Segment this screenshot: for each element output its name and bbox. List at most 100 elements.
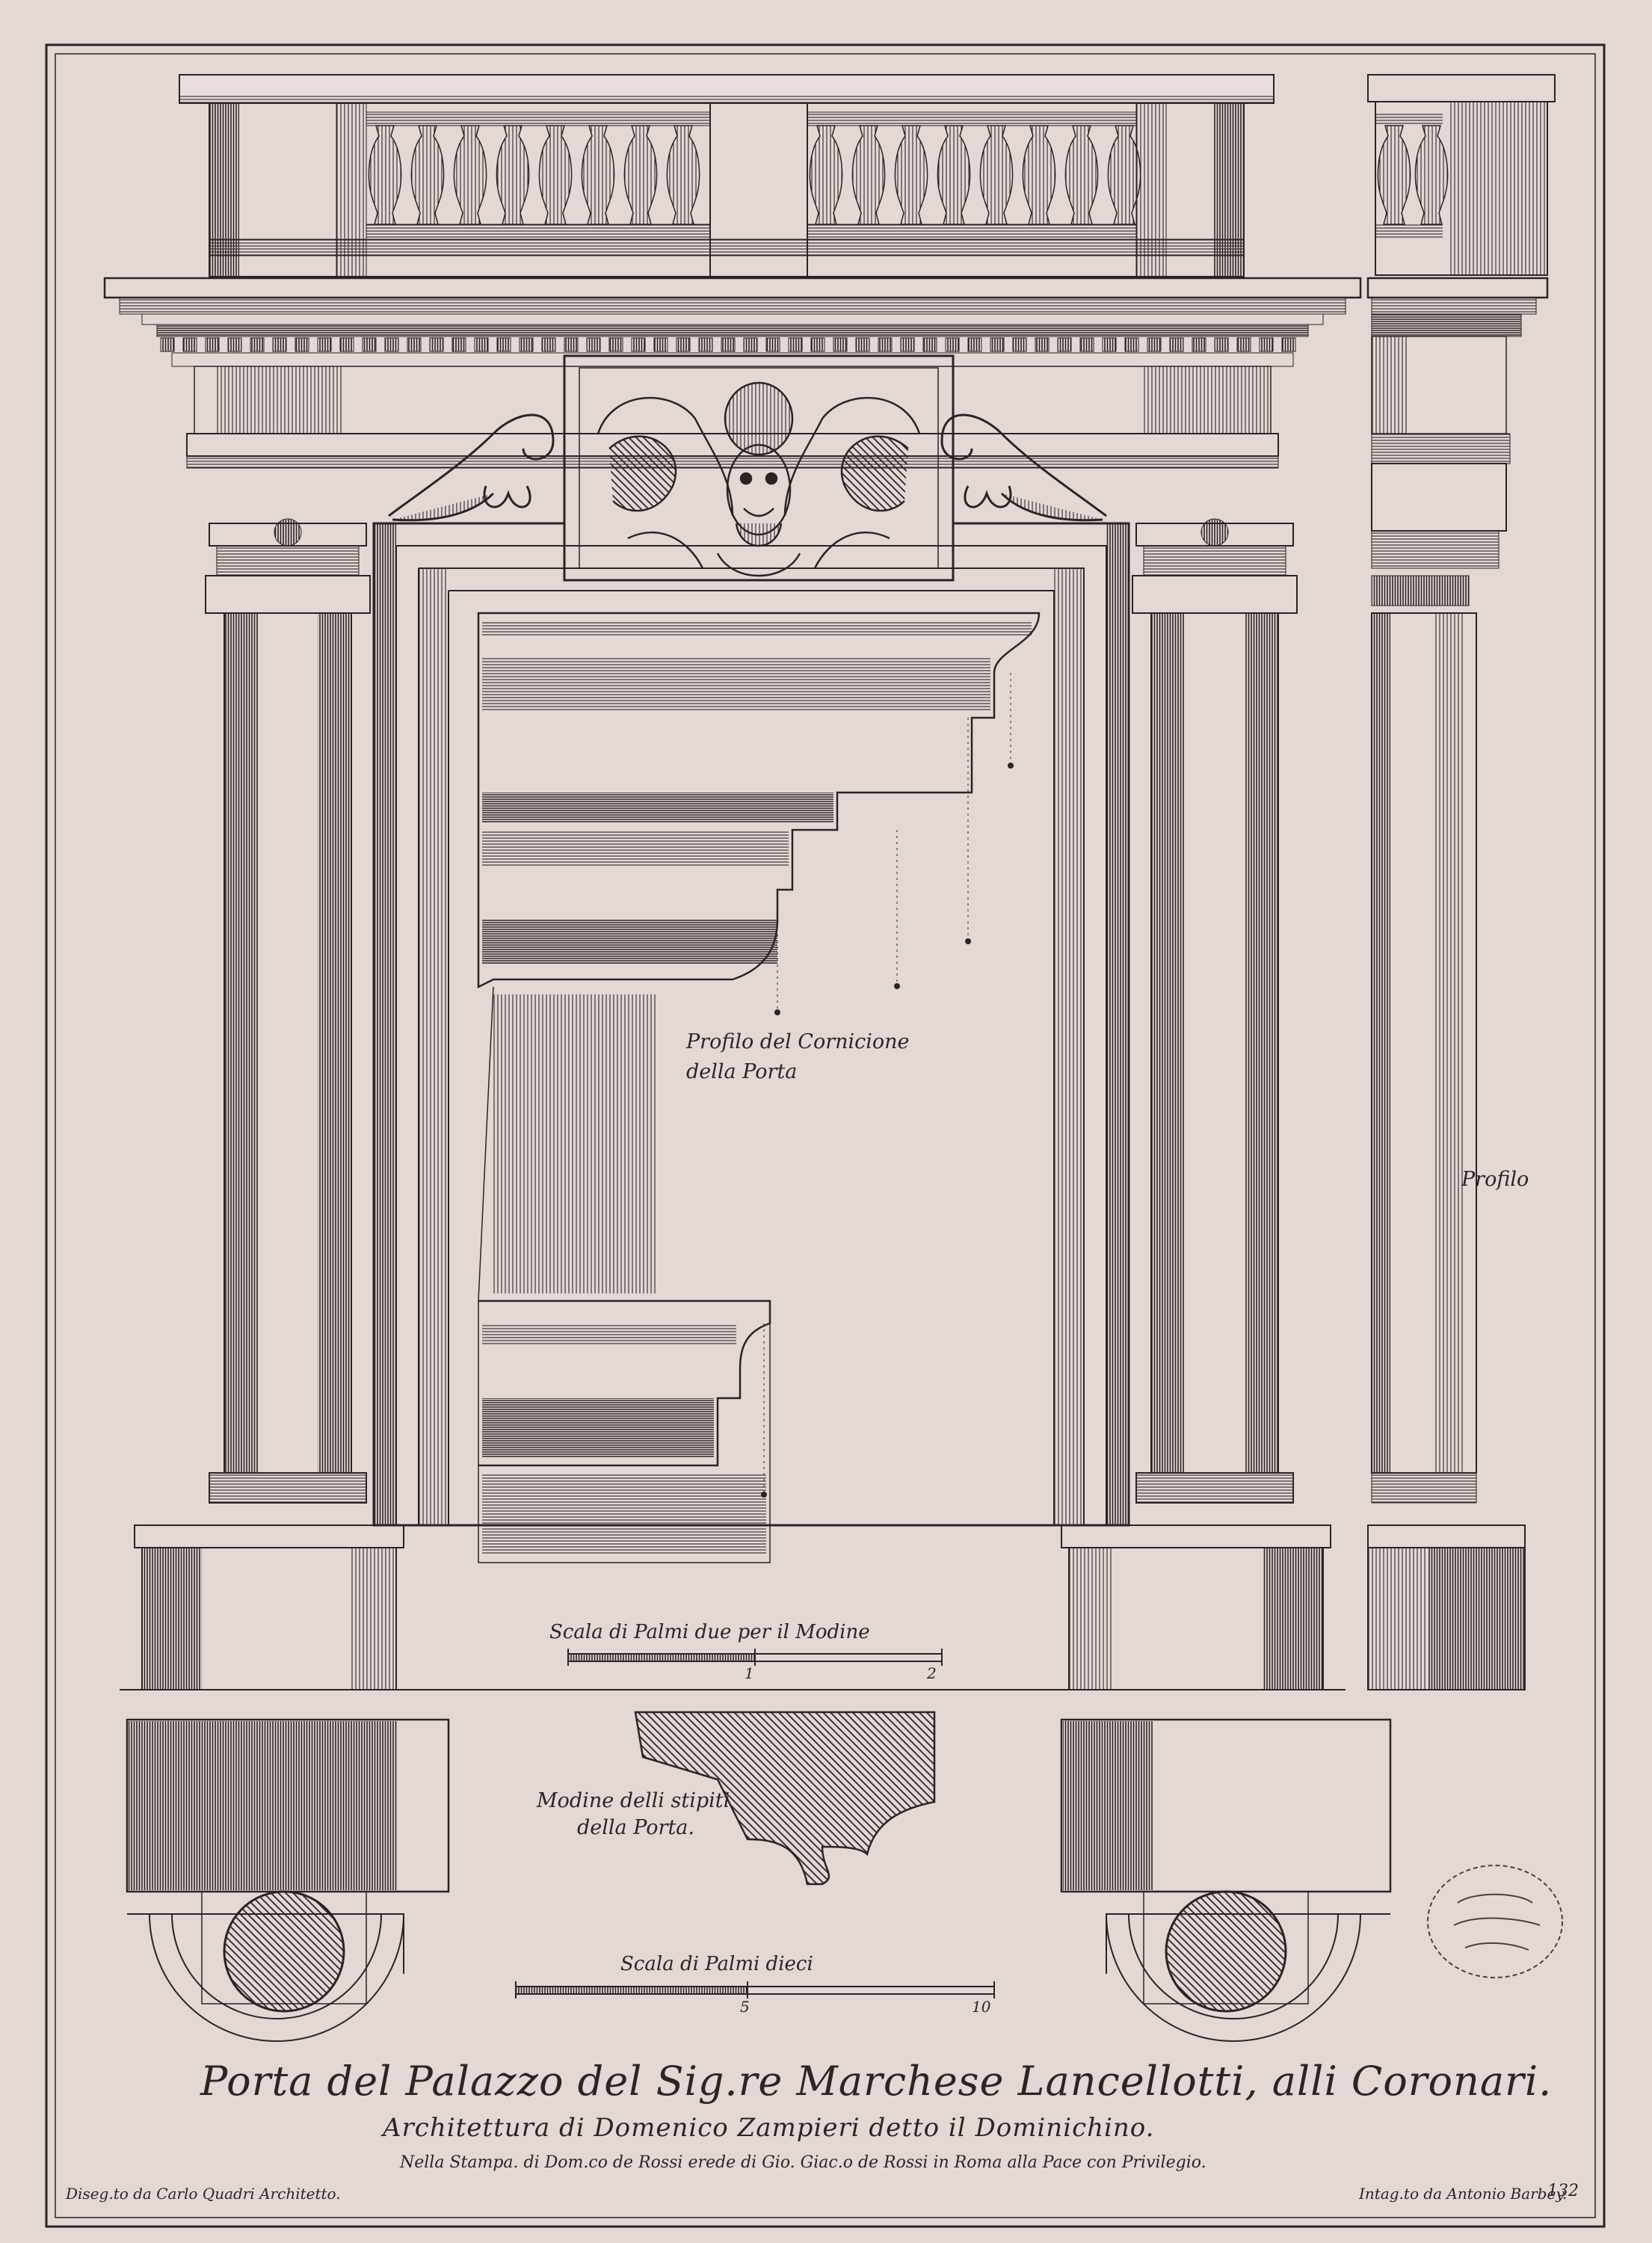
dentil <box>878 337 893 352</box>
scale-small-tick-2: 2 <box>927 1664 937 1682</box>
dentil <box>586 337 601 352</box>
dentil <box>1147 337 1162 352</box>
outer-border <box>45 43 1606 2228</box>
door-opening <box>448 590 1055 1525</box>
baluster <box>666 125 700 225</box>
balusters-left <box>368 125 700 225</box>
credit-draughtsman: Diseg.to da Carlo Quadri Architetto. <box>66 2185 341 2203</box>
dentil <box>1124 337 1139 352</box>
dentil <box>1169 337 1184 352</box>
dentil <box>474 337 489 352</box>
dentil <box>1057 337 1072 352</box>
dentil <box>1012 337 1027 352</box>
collection-stamp <box>1427 1865 1563 1978</box>
balusters-side <box>1377 125 1449 225</box>
dentil <box>698 337 713 352</box>
baluster <box>1064 125 1099 225</box>
plate-title: Porta del Palazzo del Sig.re Marchese La… <box>200 2058 1553 2105</box>
dentil <box>743 337 758 352</box>
dentil <box>227 337 242 352</box>
dentil <box>721 337 736 352</box>
scale-bar-small <box>567 1649 943 1666</box>
dentil <box>833 337 848 352</box>
dentil <box>945 337 960 352</box>
scale-small-tick-1: 1 <box>745 1664 754 1682</box>
dentil <box>205 337 220 352</box>
baluster <box>1022 125 1056 225</box>
dentil <box>496 337 511 352</box>
credit-engraver: Intag.to da Antonio Barbey. <box>1359 2185 1568 2203</box>
baluster <box>851 125 886 225</box>
balusters-right <box>809 125 1141 225</box>
main-elevation <box>103 74 1362 1690</box>
scroll-left <box>388 413 555 522</box>
baluster <box>809 125 843 225</box>
dentil <box>900 337 915 352</box>
dentil <box>1236 337 1251 352</box>
dentil <box>317 337 332 352</box>
dentil <box>990 337 1005 352</box>
baluster <box>410 125 445 225</box>
dentil <box>564 337 579 352</box>
dentils <box>160 337 1296 352</box>
modine-section <box>634 1711 936 1886</box>
plate-subtitle: Architettura di Domenico Zampieri detto … <box>383 2113 1155 2143</box>
dentil <box>362 337 377 352</box>
dentil <box>1102 337 1117 352</box>
plate-imprint: Nella Stampa. di Dom.co de Rossi erede d… <box>400 2153 1206 2172</box>
dentil <box>250 337 265 352</box>
scale-large-tick-5: 5 <box>740 1998 750 2016</box>
dentil <box>922 337 937 352</box>
scale-large-label: Scala di Palmi dieci <box>620 1953 813 1975</box>
baluster <box>581 125 615 225</box>
baluster <box>979 125 1014 225</box>
dentil <box>407 337 422 352</box>
baluster <box>1107 125 1141 225</box>
dentil <box>541 337 556 352</box>
baluster <box>894 125 928 225</box>
baluster <box>368 125 402 225</box>
dentil <box>855 337 870 352</box>
floor-plan <box>126 1711 1392 2042</box>
dentil <box>1214 337 1229 352</box>
profile-cornice-label-1: Profilo del Cornicione <box>686 1030 910 1053</box>
profile-side-label: Profilo <box>1461 1168 1529 1191</box>
dentil <box>788 337 803 352</box>
dentil <box>1079 337 1094 352</box>
scroll-right <box>940 413 1107 522</box>
column-right <box>1061 518 1331 1690</box>
dentil <box>384 337 399 352</box>
dentil <box>653 337 668 352</box>
baluster <box>623 125 658 225</box>
plate-number: 132 <box>1547 2182 1579 2200</box>
dentil <box>1192 337 1206 352</box>
dentil <box>765 337 780 352</box>
side-profile <box>1366 74 1556 1690</box>
inner-border <box>55 53 1596 2218</box>
dentil <box>967 337 982 352</box>
dentil <box>160 337 175 352</box>
dentil <box>1281 337 1296 352</box>
dentil <box>451 337 466 352</box>
baluster <box>1414 125 1449 225</box>
dentil <box>1035 337 1050 352</box>
dentil <box>429 337 444 352</box>
baluster <box>937 125 971 225</box>
mask-ornament <box>597 381 921 577</box>
baluster <box>453 125 487 225</box>
modine-label-1: Modine delli stipiti <box>537 1789 730 1812</box>
dentil <box>631 337 646 352</box>
column-left <box>134 518 404 1690</box>
cornice-top <box>103 277 1362 299</box>
dentil <box>272 337 287 352</box>
dentil <box>1259 337 1274 352</box>
dentil <box>182 337 197 352</box>
dentil <box>519 337 534 352</box>
modine-label-2: della Porta. <box>577 1816 694 1839</box>
dentil <box>295 337 309 352</box>
dentil <box>676 337 691 352</box>
profile-cornice-label-2: della Porta <box>686 1060 798 1083</box>
baluster <box>496 125 530 225</box>
dentil <box>608 337 623 352</box>
